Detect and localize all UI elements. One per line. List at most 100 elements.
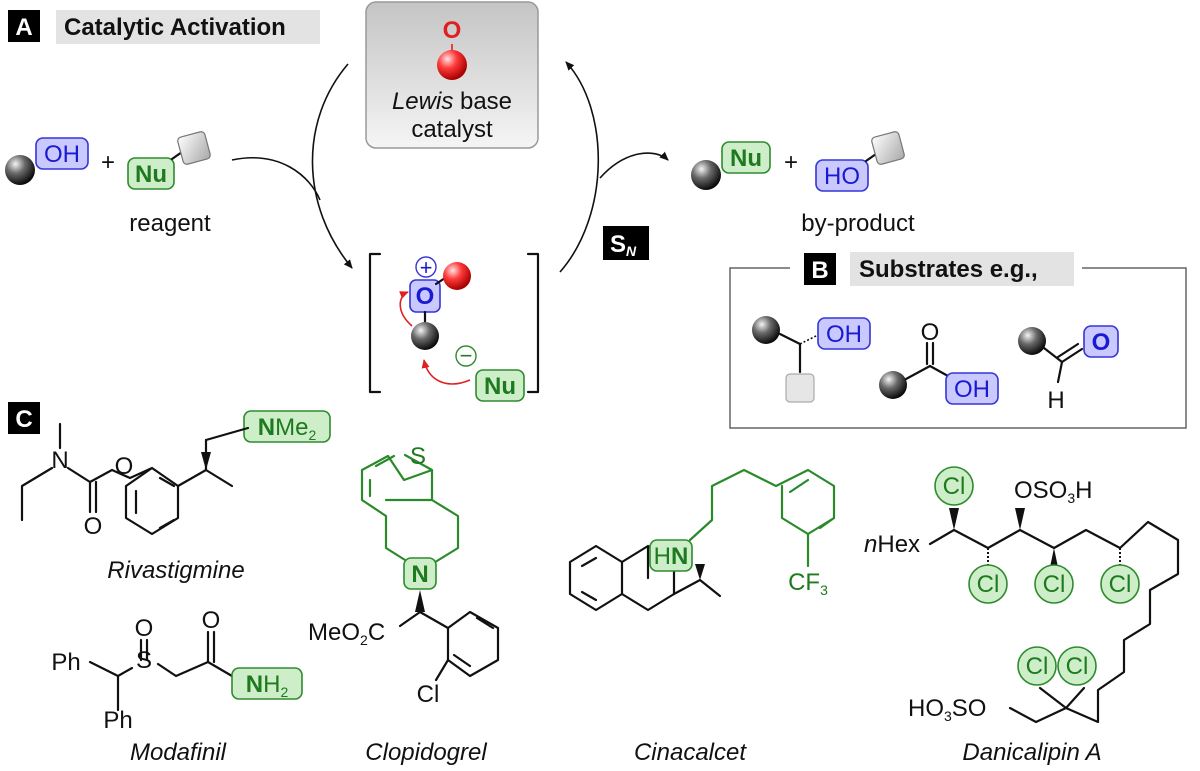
plus-sign-right: + — [784, 149, 798, 176]
danicalipin-cl-1: Cl — [934, 466, 974, 506]
product-nu-label: Nu — [730, 145, 762, 172]
catalyst-label: Lewis base — [392, 88, 512, 115]
sec-alcohol-oh-label: OH — [826, 321, 862, 348]
electron-arrow-1 — [399, 291, 413, 327]
rivastigmine-n: N — [51, 447, 68, 474]
modafinil-nh2: NH2 — [246, 671, 289, 700]
structure-danicalipin: nHex OSO3H Cl Cl Cl Cl — [864, 466, 1180, 766]
modafinil-o2: O — [202, 607, 221, 634]
product-out-arrow — [599, 151, 669, 179]
danicalipin-ho3so: HO3SO — [908, 695, 986, 724]
panel-b-frame — [729, 267, 1187, 429]
intermediate: + O − Nu — [368, 252, 540, 402]
intermediate-o-label: O — [416, 283, 435, 310]
danicalipin-cl-2: Cl — [968, 564, 1008, 604]
reagent-label: reagent — [129, 210, 211, 237]
cinacalcet-hn: HN — [654, 543, 689, 570]
danicalipin-cl-6: Cl — [1057, 646, 1097, 686]
svg-text:Cl: Cl — [977, 571, 1000, 598]
danicalipin-oso3h: OSO3H — [1014, 477, 1092, 506]
clopidogrel-s: S — [410, 443, 426, 470]
panel-b-title-box — [850, 252, 1074, 286]
acid-carbonyl-o: O — [921, 319, 940, 346]
rivastigmine-name: Rivastigmine — [107, 557, 244, 584]
panel-b: B Substrates e.g., OH O OH — [729, 252, 1187, 429]
byproduct-square — [871, 131, 905, 165]
catalyst-box: O Lewis base catalyst — [365, 1, 539, 149]
reagent-in-arrow — [231, 157, 321, 201]
rivastigmine-o-carbonyl: O — [84, 513, 103, 540]
clopidogrel-n: N — [411, 561, 428, 588]
product-sphere — [691, 160, 721, 190]
acid-oh-label: OH — [954, 376, 990, 403]
modafinil-ph2: Ph — [103, 707, 132, 734]
clopidogrel-name: Clopidogrel — [365, 739, 487, 766]
panel-a: A Catalytic Activation O Lewis base cata… — [5, 1, 915, 402]
substrate-carboxylic-acid: O OH — [879, 319, 999, 405]
reagent-nu: Nu — [127, 131, 211, 190]
modafinil-s: S — [136, 647, 152, 674]
oxonium-charge: + — [420, 255, 433, 280]
structure-cinacalcet: HN CF3 Cinacalcet — [568, 468, 836, 766]
substrate-aldehyde: H O — [1018, 325, 1119, 414]
panel-a-letter: A — [15, 14, 32, 41]
plus-sign-left: + — [101, 149, 115, 176]
svg-text:Cl: Cl — [1043, 571, 1066, 598]
modafinil-ph1: Ph — [51, 649, 80, 676]
danicalipin-cl-5: Cl — [1017, 646, 1057, 686]
cycle-arc-right — [559, 61, 600, 273]
cycle-arc-left — [311, 63, 353, 269]
panel-b-letter: B — [811, 257, 828, 284]
product-r-nu: Nu — [691, 141, 771, 190]
svg-text:Cl: Cl — [943, 473, 966, 500]
substrate-alcohol: OH — [5, 137, 89, 185]
byproduct-label: by-product — [801, 210, 915, 237]
aldehyde-h-label: H — [1047, 387, 1064, 414]
svg-text:Cl: Cl — [1066, 653, 1089, 680]
structure-rivastigmine: N O O NMe2 Rivastigmine — [20, 410, 331, 584]
leaving-group-square — [177, 131, 211, 165]
rivastigmine-nme2: NMe2 — [258, 414, 317, 443]
structure-modafinil: O S O Ph Ph NH2 Modafinil — [51, 607, 303, 766]
panel-b-title: Substrates e.g., — [859, 256, 1038, 283]
danicalipin-nhex: nHex — [864, 531, 920, 558]
clopidogrel-meo2c: MeO2C — [308, 619, 385, 648]
substituent-square — [785, 373, 815, 403]
clopidogrel-cl: Cl — [417, 681, 440, 708]
panel-c: C N O O NMe2 Rivastigmine O S O Ph Ph NH… — [8, 402, 1180, 766]
byproduct-ho-label: HO — [824, 163, 860, 190]
svg-text:Cl: Cl — [1026, 653, 1049, 680]
intermediate-black-sphere — [411, 322, 439, 350]
panel-a-title: Catalytic Activation — [64, 14, 286, 41]
danicalipin-cl-4: Cl — [1100, 564, 1140, 604]
catalyst-atom: O — [443, 17, 462, 44]
structure-clopidogrel: S N MeO2C Cl Clopidogrel — [308, 443, 500, 766]
catalyst-label-line2: catalyst — [411, 116, 493, 143]
rivastigmine-o-ester: O — [115, 453, 134, 480]
cinacalcet-cf3: CF3 — [788, 569, 828, 598]
modafinil-name: Modafinil — [130, 739, 227, 766]
intermediate-nu-label: Nu — [484, 373, 516, 400]
substrate-secondary-alcohol: OH — [752, 316, 871, 403]
panel-a-letter-box — [8, 10, 40, 42]
sn-label: SN — [610, 231, 637, 259]
panel-a-title-box — [56, 10, 320, 44]
intermediate-red-sphere — [443, 262, 471, 290]
substrate-oh-label: OH — [44, 141, 80, 168]
sn-label-box — [603, 226, 649, 260]
cinacalcet-name: Cinacalcet — [634, 739, 747, 766]
panel-b-letter-box — [804, 253, 836, 285]
modafinil-o1: O — [135, 615, 154, 642]
reagent-nu-label: Nu — [135, 161, 167, 188]
panel-c-letter: C — [15, 406, 32, 433]
electron-arrow-2 — [421, 359, 471, 385]
substrate-sphere — [5, 155, 35, 185]
catalyst-sphere — [437, 50, 467, 80]
panel-c-letter-box — [8, 402, 40, 434]
svg-text:Cl: Cl — [1109, 571, 1132, 598]
danicalipin-cl-3: Cl — [1034, 564, 1074, 604]
aldehyde-o-label: O — [1092, 329, 1111, 356]
nucleophile-charge: − — [460, 343, 473, 368]
danicalipin-name: Danicalipin A — [962, 739, 1101, 766]
